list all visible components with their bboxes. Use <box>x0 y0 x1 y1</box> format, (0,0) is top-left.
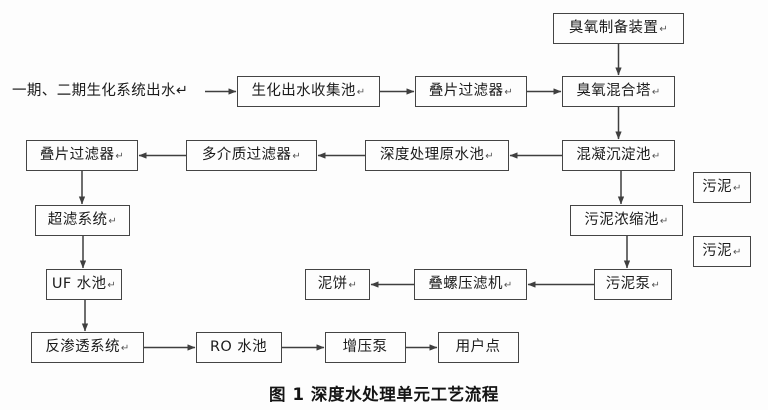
node-screw-press-filter[interactable]: 叠螺压滤机↵ <box>414 269 527 300</box>
node-sludge-label-lower[interactable]: 污泥↵ <box>693 236 751 267</box>
node-pilcrow: ↵ <box>348 279 358 291</box>
node-label: 超滤系统 <box>47 212 108 229</box>
node-coagulation-sedimentation-tank[interactable]: 混凝沉淀池↵ <box>562 140 675 171</box>
node-label: 用户点 <box>455 339 501 356</box>
node-disc-filter-second[interactable]: 叠片过滤器↵ <box>26 140 138 171</box>
node-label: 多介质过滤器 <box>201 147 292 164</box>
node-pilcrow: ↵ <box>485 150 495 162</box>
node-pilcrow: ↵ <box>503 279 513 291</box>
node-pilcrow: ↵ <box>120 342 130 354</box>
node-pilcrow: ↵ <box>659 23 669 35</box>
node-pilcrow: ↵ <box>115 150 125 162</box>
node-label: 污泥浓缩池 <box>584 212 659 229</box>
node-label: 污泥 <box>702 179 733 196</box>
node-label: 深度处理原水池 <box>379 147 485 164</box>
node-sludge-pump[interactable]: 污泥泵↵ <box>594 269 672 300</box>
node-ozone-mixing-tower[interactable]: 臭氧混合塔↵ <box>562 76 675 107</box>
node-pilcrow: ↵ <box>659 215 669 227</box>
node-sludge-thickening-tank[interactable]: 污泥浓缩池↵ <box>570 205 683 236</box>
node-reverse-osmosis-system[interactable]: 反渗透系统↵ <box>31 332 144 363</box>
node-label: 臭氧混合塔 <box>576 83 651 100</box>
node-multimedia-filter[interactable]: 多介质过滤器↵ <box>186 140 317 171</box>
node-mud-cake[interactable]: 泥饼↵ <box>305 269 370 300</box>
node-ultrafiltration-system[interactable]: 超滤系统↵ <box>35 205 130 236</box>
node-label: 臭氧制备装置 <box>568 20 659 37</box>
node-advanced-treatment-raw-water-tank[interactable]: 深度处理原水池↵ <box>365 140 509 171</box>
node-label: 泥饼 <box>317 276 348 293</box>
node-label: RO 水池 <box>209 339 268 356</box>
node-pilcrow: ↵ <box>504 86 514 98</box>
node-bio-effluent-collection-tank[interactable]: 生化出水收集池↵ <box>237 76 380 107</box>
source-inflow-pilcrow: ↵ <box>175 83 189 99</box>
node-pilcrow: ↵ <box>108 215 118 227</box>
node-pilcrow: ↵ <box>107 279 117 291</box>
node-label: 叠片过滤器 <box>428 83 504 100</box>
node-pilcrow: ↵ <box>651 150 661 162</box>
node-label: 叠片过滤器 <box>39 147 115 164</box>
node-label: 污泥 <box>702 243 733 260</box>
source-inflow-text: 一期、二期生化系统出水 <box>12 83 176 99</box>
node-label: 混凝沉淀池 <box>576 147 651 164</box>
node-label: UF 水池 <box>51 276 107 293</box>
node-pilcrow: ↵ <box>356 86 366 98</box>
node-label: 增压泵 <box>342 339 388 356</box>
node-booster-pump[interactable]: 增压泵 <box>325 332 406 363</box>
node-uf-tank[interactable]: UF 水池↵ <box>46 269 122 300</box>
node-pilcrow: ↵ <box>292 150 302 162</box>
source-inflow-label: 一期、二期生化系统出水↵ <box>12 84 188 99</box>
node-ozone-generator[interactable]: 臭氧制备装置↵ <box>553 13 684 44</box>
node-pilcrow: ↵ <box>733 182 742 194</box>
node-user-point[interactable]: 用户点 <box>438 332 519 363</box>
node-pilcrow: ↵ <box>733 246 742 258</box>
node-pilcrow: ↵ <box>651 86 661 98</box>
node-sludge-label-upper[interactable]: 污泥↵ <box>693 172 751 203</box>
node-label: 叠螺压滤机 <box>428 276 503 293</box>
node-label: 生化出水收集池 <box>251 83 356 100</box>
node-label: 污泥泵 <box>605 276 651 293</box>
node-disc-filter-top[interactable]: 叠片过滤器↵ <box>415 76 527 107</box>
node-ro-tank[interactable]: RO 水池 <box>196 332 282 363</box>
node-pilcrow: ↵ <box>651 279 661 291</box>
node-label: 反渗透系统 <box>45 339 120 356</box>
figure-caption: 图 1 深度水处理单元工艺流程 <box>269 385 499 404</box>
